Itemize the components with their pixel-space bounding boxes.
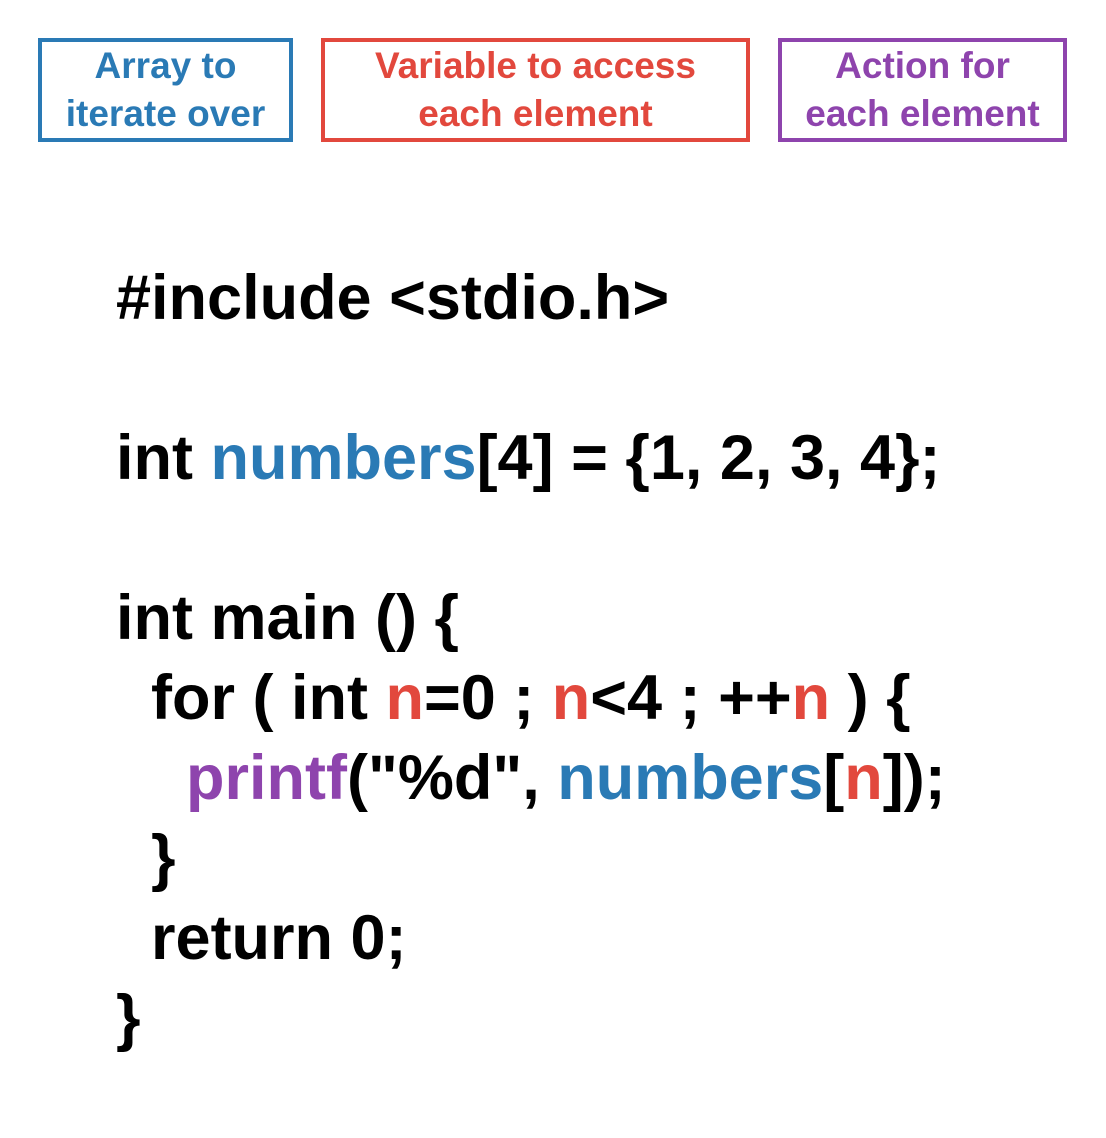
printf-index-close: ]); <box>882 743 946 813</box>
code-line-for-close: } <box>46 738 176 893</box>
code-line-array-decl: int numbers[4] = {1, 2, 3, 4}; <box>46 338 941 493</box>
legend-variable-line1: Variable to access <box>375 45 696 86</box>
legend-variable-box: Variable to access each element <box>321 38 750 142</box>
printf-index-open: [ <box>823 743 845 813</box>
legend-array-box: Array to iterate over <box>38 38 293 142</box>
code-line-main-close: } <box>46 898 141 1053</box>
decl-initializer: [4] = {1, 2, 3, 4}; <box>476 423 941 493</box>
return-statement: return 0; <box>116 903 407 973</box>
array-name: numbers <box>557 743 824 813</box>
action-function: printf <box>186 743 347 813</box>
main-signature: int main () { <box>116 583 460 653</box>
legend-action-line1: Action for <box>835 45 1010 86</box>
legend-action-line2: each element <box>805 93 1040 134</box>
printf-args: ("%d", <box>346 743 558 813</box>
for-init: =0 ; <box>423 663 552 733</box>
code-line-include: #include <stdio.h> <box>46 178 669 333</box>
loop-variable: n <box>551 663 591 733</box>
for-tail: ) { <box>830 663 911 733</box>
legend-array-line2: iterate over <box>65 93 266 134</box>
for-head: for ( int <box>116 663 386 733</box>
code-line-return: return 0; <box>46 818 407 973</box>
loop-variable: n <box>791 663 831 733</box>
legend-array-line1: Array to <box>94 45 237 86</box>
main-close-brace: } <box>116 983 141 1053</box>
code-line-for: for ( int n=0 ; n<4 ; ++n ) { <box>46 578 911 733</box>
loop-variable: n <box>385 663 424 733</box>
for-close-brace: } <box>116 823 176 893</box>
array-name: numbers <box>210 423 477 493</box>
legend-action-box: Action for each element <box>778 38 1067 142</box>
include-directive: #include <stdio.h> <box>116 263 670 333</box>
decl-type: int <box>116 423 211 493</box>
loop-variable: n <box>844 743 883 813</box>
for-condition: <4 ; ++ <box>590 663 792 733</box>
legend-variable-line2: each element <box>418 93 653 134</box>
code-line-printf: printf("%d", numbers[n]); <box>46 658 946 813</box>
code-line-main: int main () { <box>46 498 459 653</box>
